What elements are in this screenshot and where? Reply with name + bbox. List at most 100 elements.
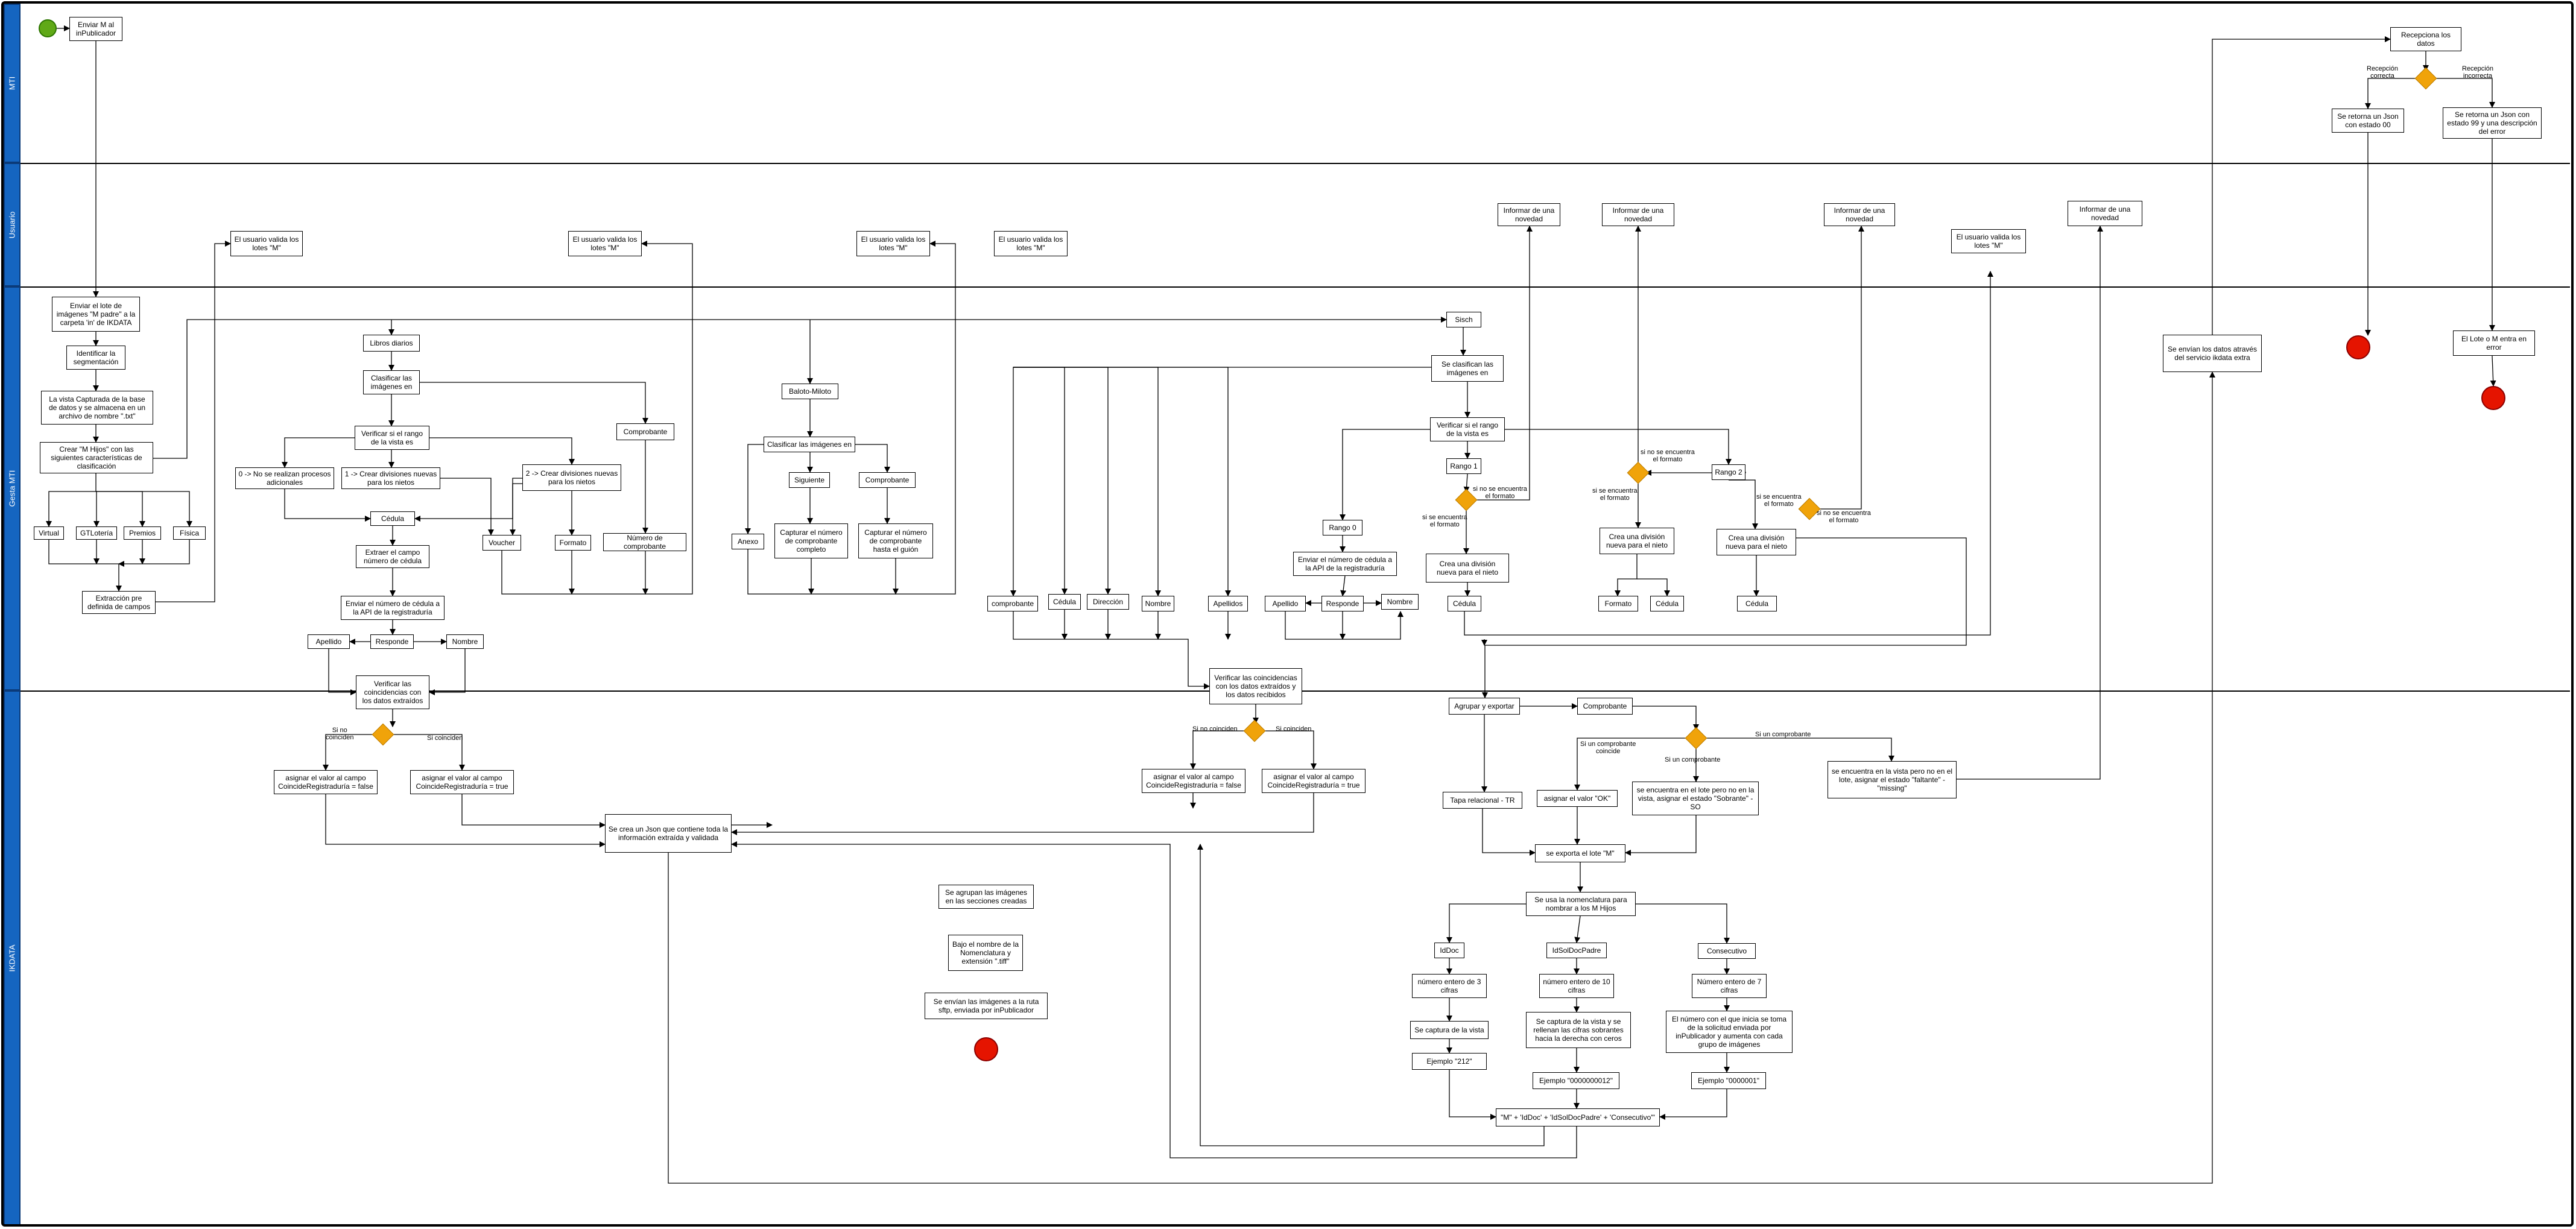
edge-label-e11: Si un comprobante coincide bbox=[1580, 741, 1636, 755]
connector-9 bbox=[48, 540, 122, 592]
connector-57 bbox=[1013, 367, 1161, 596]
connector-116 bbox=[1449, 1070, 1496, 1120]
connector-90 bbox=[1615, 554, 1638, 596]
edge-label-e12: Si un comprobante bbox=[1665, 756, 1721, 763]
connector-8 bbox=[96, 491, 192, 527]
task-n13: Clasificar las imágenes en bbox=[363, 370, 420, 394]
connector-95 bbox=[1633, 706, 1699, 730]
task-n25: asignar el valor al campo CoincideRegist… bbox=[274, 770, 378, 794]
task-n28: Comprobante bbox=[616, 423, 674, 440]
task-n88: Número entero de 7 cifras bbox=[1692, 974, 1767, 998]
end-event-x2 bbox=[2481, 386, 2505, 410]
connector-22 bbox=[284, 489, 371, 522]
connector-71 bbox=[1340, 429, 1430, 520]
lane-mti: MTI bbox=[4, 4, 21, 163]
task-n64: Informar de una novedad bbox=[1498, 203, 1560, 226]
task-n97: Recepciona los datos bbox=[2390, 27, 2461, 51]
task-n26: asignar el valor al campo CoincideRegist… bbox=[410, 770, 514, 794]
task-n3: Identificar la segmentación bbox=[66, 346, 125, 370]
task-n31: Número de comprobante bbox=[603, 533, 686, 551]
connector-19 bbox=[429, 437, 575, 465]
task-n50: Verificar las coincidencias con los dato… bbox=[1209, 668, 1302, 704]
connector-76 bbox=[1474, 226, 1533, 501]
task-n75: Agrupar y exportar bbox=[1449, 698, 1520, 715]
connector-104 bbox=[1446, 903, 1526, 943]
connector-124 bbox=[2365, 78, 2418, 109]
task-n43: Bajo el nombre de la Nomenclatura y exte… bbox=[948, 935, 1023, 971]
task-n95: "M" + 'IdDoc' + 'IdSolDocPadre' + 'Conse… bbox=[1496, 1108, 1660, 1126]
connector-125 bbox=[2434, 78, 2495, 108]
edge-label-e14: Recepción correcta bbox=[2367, 65, 2398, 80]
task-n47: Dirección bbox=[1087, 594, 1129, 610]
edge-label-e1: Si no coinciden bbox=[326, 727, 354, 741]
task-n59: Apellido bbox=[1265, 596, 1306, 611]
connector-106 bbox=[1636, 903, 1730, 944]
connector-7 bbox=[96, 491, 145, 527]
task-n21: Apellido bbox=[308, 634, 350, 649]
task-n51: asignar el valor al campo CoincideRegist… bbox=[1142, 769, 1245, 793]
edge-label-e2: Si coinciden bbox=[427, 735, 463, 742]
task-n49: Apellidos bbox=[1208, 596, 1248, 611]
task-n79: se encuentra en el lote pero no en la vi… bbox=[1632, 782, 1759, 815]
task-n19: Extraer el campo número de cédula bbox=[356, 545, 429, 568]
task-n53: Sisch bbox=[1446, 312, 1481, 327]
task-n72: Cédula bbox=[1737, 596, 1777, 611]
connector-120 bbox=[1197, 844, 1545, 1146]
connector-88 bbox=[1729, 479, 1758, 529]
connector-23 bbox=[440, 478, 494, 536]
lane-label: IKDATA bbox=[7, 944, 17, 972]
task-n69: Rango 2 bbox=[1712, 464, 1745, 480]
task-n33: Baloto-Miloto bbox=[782, 384, 838, 399]
connector-40 bbox=[501, 241, 693, 595]
connector-89 bbox=[1802, 226, 1864, 510]
edge-label-e4: Si coinciden bbox=[1276, 725, 1312, 733]
connector-121 bbox=[1957, 226, 2103, 780]
task-n46: Cédula bbox=[1048, 594, 1081, 610]
task-n96: Se envían los datos através del servicio… bbox=[2163, 335, 2262, 372]
task-n12: Libros diarios bbox=[363, 335, 420, 352]
connector-67 bbox=[731, 793, 1314, 835]
task-n36: Comprobante bbox=[859, 472, 916, 488]
task-n38: Capturar el número de comprobante comple… bbox=[774, 523, 848, 558]
task-n82: Se usa la nomenclatura para nombrar a lo… bbox=[1526, 892, 1636, 916]
task-n41: El usuario valida los lotes "M" bbox=[994, 231, 1068, 256]
task-n98: Se retorna un Json con estado 00 bbox=[2332, 109, 2404, 133]
task-n86: número entero de 3 cifras bbox=[1412, 974, 1487, 998]
connector-37 bbox=[391, 734, 465, 771]
task-n39: Capturar el número de comprobante hasta … bbox=[858, 523, 933, 558]
connector-119 bbox=[731, 841, 1577, 1158]
lane-separator bbox=[21, 163, 2570, 164]
task-n29: Voucher bbox=[483, 535, 521, 551]
connector-87 bbox=[1630, 226, 1641, 473]
task-n63: Cédula bbox=[1448, 596, 1481, 611]
task-n55: Verificar si el rango de la vista es bbox=[1430, 417, 1505, 441]
task-n71: Crea una división nueva para el nieto bbox=[1717, 529, 1796, 555]
lane-gestion: Gesta MTI bbox=[4, 286, 21, 690]
connector-122 bbox=[2212, 36, 2391, 335]
lane-label: Gesta MTI bbox=[7, 470, 17, 507]
edge-label-e7: si no se encuentra el formato bbox=[1641, 449, 1695, 463]
edge-label-e10: si no se encuentra el formato bbox=[1817, 510, 1871, 524]
connector-38 bbox=[325, 794, 606, 847]
connector-12 bbox=[118, 540, 190, 567]
edge-label-e3: Si no coinciden bbox=[1192, 725, 1238, 733]
task-n40: El usuario valida los lotes "M" bbox=[856, 231, 930, 256]
lane-separator bbox=[21, 286, 2570, 288]
task-n27: El usuario valida los lotes "M" bbox=[568, 231, 642, 256]
task-n73: El usuario valida los lotes "M" bbox=[1951, 229, 2026, 253]
connector-91 bbox=[1637, 578, 1670, 596]
task-n89: Se captura de la vista bbox=[1410, 1021, 1489, 1039]
connector-17 bbox=[420, 382, 648, 424]
connector-65 bbox=[1190, 730, 1247, 769]
task-n56: Rango 1 bbox=[1446, 458, 1481, 474]
edge-label-e6: si se encuentra el formato bbox=[1422, 514, 1467, 528]
task-n61: Nombre bbox=[1381, 594, 1419, 610]
connector-47 bbox=[855, 444, 890, 473]
edge-label-e9: si se encuentra el formato bbox=[1756, 493, 1802, 508]
lane-label: MTI bbox=[7, 76, 17, 90]
task-n35: Siguiente bbox=[789, 472, 830, 488]
end-event-x1 bbox=[2346, 335, 2370, 359]
connector-100 bbox=[1482, 809, 1536, 856]
